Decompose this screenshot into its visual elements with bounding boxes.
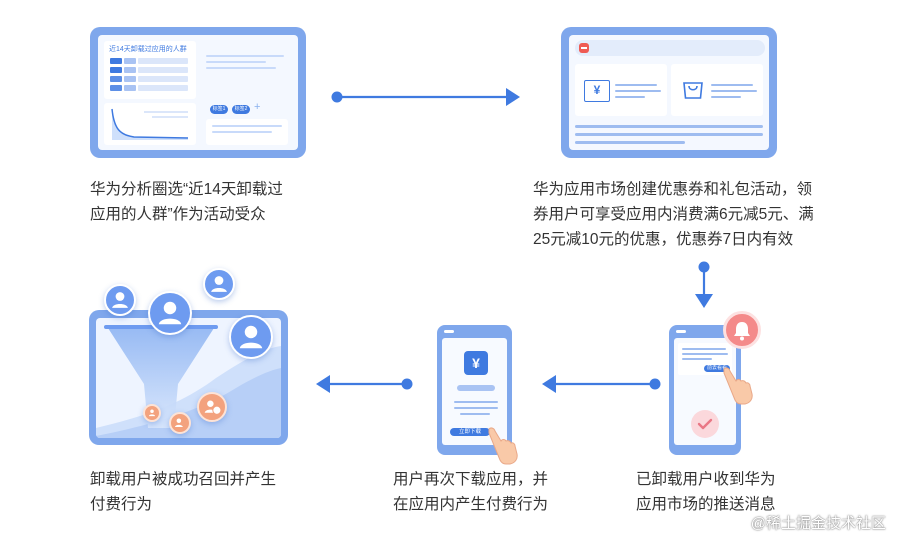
step-2-caption: 华为应用市场创建优惠券和礼包活动，领 券用户可享受应用内消费满6元减5元、满 2…	[533, 181, 814, 248]
arrow-step4-to-step5	[316, 375, 413, 393]
push-message-card: 前去看看	[678, 343, 732, 375]
analysis-dashboard-illustration: 近14天卸载过应用的人群	[90, 27, 306, 158]
step-1-caption: 华为分析圈选“近14天卸载过 应用的人群”作为活动受众	[90, 181, 283, 223]
arrow-step2-to-step3	[695, 261, 713, 308]
funnel-graphic	[96, 325, 281, 438]
analysis-dashboard-screen: 近14天卸载过应用的人群	[98, 35, 298, 150]
paid-user-icon	[197, 392, 227, 422]
analysis-left-panel: 近14天卸载过应用的人群	[104, 41, 196, 99]
arrow-step3-to-step4	[542, 375, 661, 393]
download-now-button[interactable]: 立即下载	[450, 428, 490, 436]
watermark: @稀土掘金技术社区	[750, 515, 886, 532]
step-3-caption: 已卸载用户收到华为 应用市场的推送消息	[636, 471, 776, 513]
hand-pointer-icon	[488, 427, 518, 465]
analysis-panel-title: 近14天卸载过应用的人群	[109, 46, 187, 53]
analysis-right-panel: 标签1 标签2 +	[202, 41, 292, 145]
user-avatar-icon	[203, 268, 235, 300]
coupon-activity-illustration: ¥	[561, 27, 777, 158]
app-market-logo-icon	[579, 43, 589, 53]
push-go-see-button[interactable]: 前去看看	[704, 365, 730, 372]
download-app-phone: ¥ 立即下载	[437, 325, 512, 455]
step-4-caption: 用户再次下载应用，并 在应用内产生付费行为	[393, 471, 549, 513]
step-5-caption: 卸载用户被成功召回并产生 付费行为	[90, 471, 277, 513]
coupon-search-bar	[575, 40, 765, 56]
paid-user-icon	[169, 412, 191, 434]
check-mark-icon	[691, 410, 719, 438]
analysis-curve-chart	[104, 103, 196, 145]
paid-user-icon	[143, 404, 161, 422]
coupon-activity-screen: ¥	[569, 35, 769, 150]
coupon-card: ¥	[575, 64, 667, 116]
analysis-tag-2: 标签2	[232, 105, 250, 114]
user-avatar-icon	[104, 284, 136, 316]
user-avatar-icon	[148, 291, 192, 335]
arrow-step1-to-step2	[331, 88, 520, 106]
push-notification-phone: 前去看看	[669, 325, 741, 455]
analysis-add-icon: +	[254, 101, 261, 113]
user-avatar-icon	[229, 315, 273, 359]
coupon-ticket-icon: ¥	[584, 80, 610, 102]
analysis-tag-1: 标签1	[210, 105, 228, 114]
gift-pack-card	[671, 64, 763, 116]
shopping-bag-icon	[683, 82, 703, 99]
decay-curve	[111, 108, 189, 140]
bell-notification-icon	[723, 311, 761, 349]
hand-pointer-icon	[723, 367, 753, 405]
app-yuan-icon: ¥	[464, 351, 488, 375]
